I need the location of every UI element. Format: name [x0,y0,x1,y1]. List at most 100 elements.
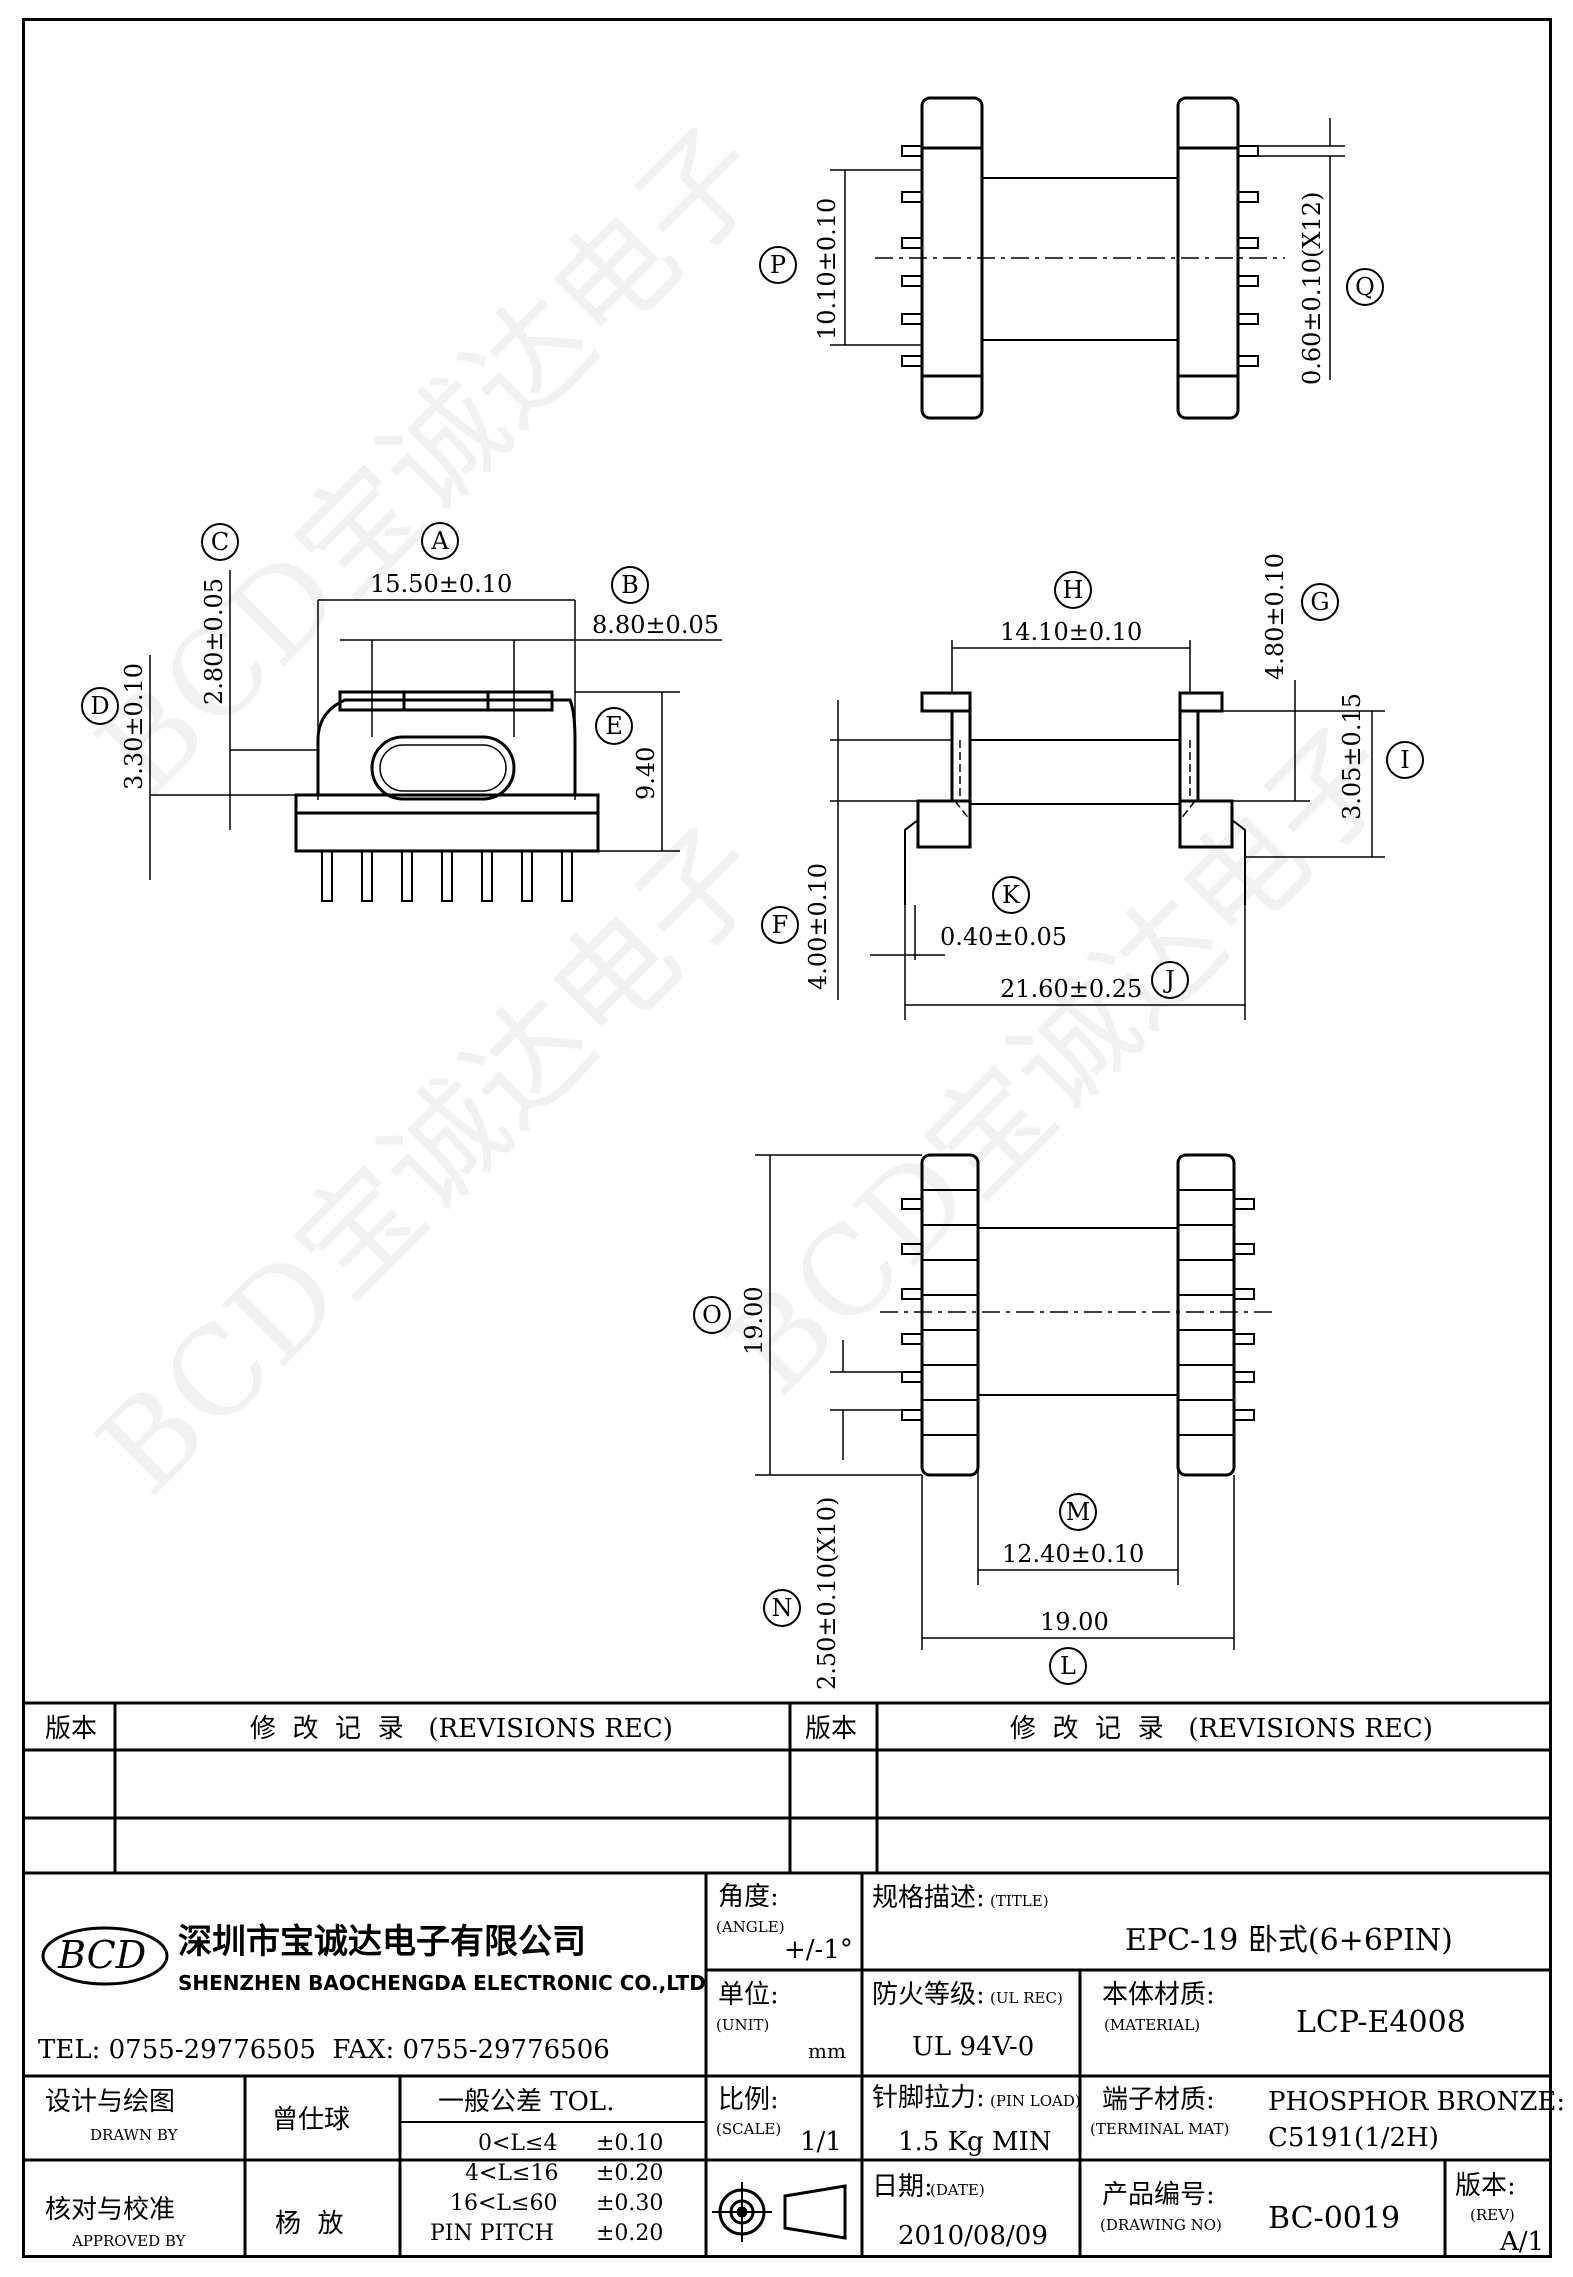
company-contact: TEL: 0755-29776505 FAX: 0755-29776506 [38,2035,610,2065]
svg-text:O: O [702,1301,722,1329]
date-label: 日期: [872,2172,933,2202]
material-label-en: (MATERIAL) [1104,2016,1200,2034]
date-label-en: (DATE) [930,2181,985,2199]
side-view [830,640,1385,1020]
material-value: LCP-E4008 [1296,2005,1466,2040]
ul-label: 防火等级: [872,1980,985,2010]
callout-q: Q [1346,268,1384,306]
ul-value: UL 94V-0 [912,2032,1034,2062]
tol-title: 一般公差 TOL. [438,2087,614,2117]
svg-text:N: N [772,1594,793,1622]
svg-text:M: M [1066,1498,1091,1526]
approved-by-label: 核对与校准 [45,2195,175,2225]
callout-b: B [611,566,649,604]
date-value: 2010/08/09 [898,2221,1048,2251]
svg-text:P: P [770,251,786,279]
dim-a-value: 15.50±0.10 [370,570,512,598]
svg-text:K: K [1002,881,1021,909]
svg-text:G: G [1310,588,1329,616]
tol-row-value: ±0.20 [596,2161,663,2186]
title-value: EPC-19 卧式(6+6PIN) [1125,1923,1453,1958]
callout-c: C [201,523,239,561]
callout-o: O [693,1296,731,1334]
callout-p: P [759,246,797,284]
terminal-value-line2: C5191(1/2H) [1268,2123,1439,2153]
dim-b-value: 8.80±0.05 [592,611,719,639]
svg-text:F: F [772,911,789,939]
pin-load-label-en: (PIN LOAD) [990,2092,1081,2110]
revision-col-version-right: 版本 [805,1714,857,1744]
callout-n: N [763,1589,801,1627]
tol-row-range: 16<L≤60 [450,2191,557,2216]
dim-m-value: 12.40±0.10 [1002,1540,1144,1568]
callout-g: G [1301,583,1339,621]
tol-row-range: 4<L≤16 [465,2161,558,2186]
rev-label-en: (REV) [1470,2206,1515,2224]
svg-text:BCD宝诚达电子: BCD宝诚达电子 [72,101,791,820]
dim-e-value: 9.40 [632,747,660,800]
pin-load-label: 针脚拉力: [872,2083,985,2113]
material-label: 本体材质: [1102,1980,1215,2010]
scale-label-en: (SCALE) [716,2120,781,2138]
svg-text:D: D [90,692,109,720]
dim-d-value: 3.30±0.10 [120,663,148,790]
tol-row-range: PIN PITCH [430,2221,554,2246]
dim-f-value: 4.00±0.10 [804,863,832,990]
dim-o-value: 19.00 [740,1286,768,1355]
callout-a: A [421,522,459,560]
rev-label: 版本: [1455,2171,1516,2201]
drawing-no-value: BC-0019 [1268,2201,1400,2236]
revisions-table [22,1701,1552,1875]
angle-label-en: (ANGLE) [716,1918,785,1936]
logo-text: BCD [57,1933,146,1977]
dim-c-value: 2.80±0.05 [200,578,228,705]
title-label: 规格描述: [872,1883,985,1913]
drawn-by-label: 设计与绘图 [45,2087,175,2117]
dim-q-value: 0.60±0.10(X12) [1298,192,1326,385]
svg-text:H: H [1063,576,1084,604]
svg-text:J: J [1162,966,1175,994]
callout-k: K [992,876,1030,914]
svg-text:B: B [621,571,639,599]
drawing-no-label: 产品编号: [1102,2180,1215,2210]
front-view [149,570,722,902]
title-block-grid [22,1873,1552,2258]
revision-col-record-right: 修 改 记 录 (REVISIONS REC) [1010,1714,1433,1744]
callout-e: E [595,707,633,745]
drawn-by-value: 曾仕球 [272,2105,350,2135]
approved-by-label-en: APPROVED BY [71,2232,187,2250]
dim-k-value: 0.40±0.05 [940,923,1067,951]
dim-h-value: 14.10±0.10 [1000,618,1142,646]
unit-value: mm [808,2039,846,2063]
svg-text:I: I [1400,746,1409,774]
callout-h: H [1054,571,1092,609]
bottom-view [755,1153,1275,1650]
svg-text:C: C [211,528,229,556]
dim-p-value: 10.10±0.10 [813,198,841,340]
terminal-value-line1: PHOSPHOR BRONZE: [1268,2087,1565,2117]
terminal-label-en: (TERMINAL MAT) [1090,2120,1229,2138]
angle-label: 角度: [718,1882,779,1912]
svg-text:L: L [1060,1652,1076,1680]
projection-symbol-icon [712,2182,847,2242]
drawing-no-label-en: (DRAWING NO) [1100,2216,1222,2234]
callout-d: D [81,687,119,725]
callout-j: J [1151,961,1189,999]
dim-i-value: 3.05±0.15 [1338,693,1366,820]
tol-row-value: ±0.10 [596,2131,663,2156]
drawing-sheet [22,18,1552,2258]
tol-table: 0<L≤4 ±0.10 4<L≤16 ±0.20 16<L≤60 ±0.30 P… [430,2131,663,2246]
dim-l-value: 19.00 [1040,1608,1109,1636]
approved-by-value: 杨 放 [275,2209,344,2239]
tol-row-value: ±0.20 [596,2221,663,2246]
svg-text:A: A [430,527,449,555]
rev-value: A/1 [1499,2227,1544,2257]
dim-g-value: 4.80±0.10 [1261,553,1289,680]
top-view [830,96,1345,420]
svg-text:E: E [605,712,623,740]
callout-f: F [761,906,799,944]
revision-col-version-left: 版本 [45,1714,97,1744]
title-label-en: (TITLE) [990,1892,1049,1910]
unit-label-en: (UNIT) [716,2016,769,2034]
